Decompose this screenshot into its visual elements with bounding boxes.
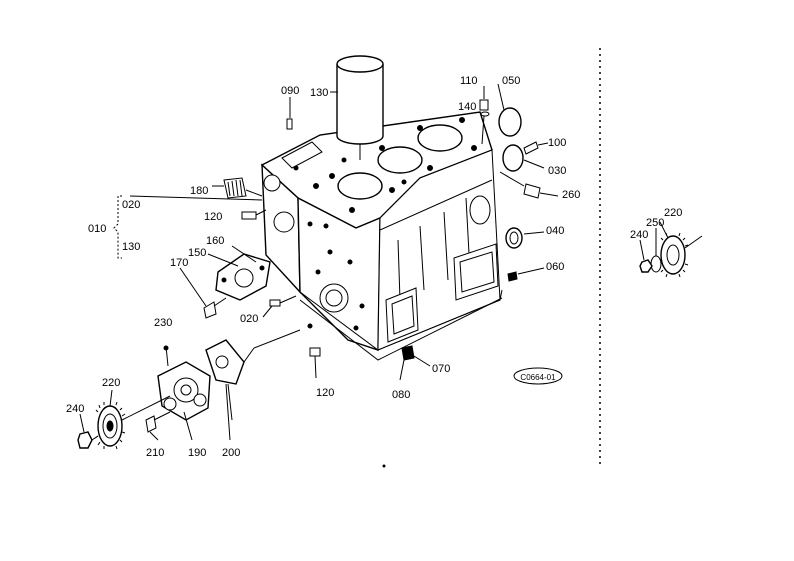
cylinder-block: [260, 111, 503, 361]
callout-120-lower: 120: [316, 387, 334, 399]
reference-code: C0664-01: [520, 373, 556, 382]
reference-code-badge: C0664-01: [513, 367, 563, 385]
callout-220-right: 220: [664, 207, 682, 219]
pump-bolt: [145, 411, 171, 433]
callout-labels: 090 130 110 050 140 100 030 260 180 020 …: [66, 75, 682, 459]
callout-210: 210: [146, 447, 164, 459]
callout-070: 070: [432, 363, 450, 375]
nut-left: [77, 431, 99, 449]
callout-110: 110: [460, 75, 478, 87]
callout-260: 260: [562, 189, 580, 201]
cylinder-sleeve: [336, 55, 384, 160]
callout-240-left: 240: [66, 403, 84, 415]
dowel-pin-mid: [269, 295, 297, 307]
pump-gasket: [205, 339, 245, 421]
assembly-line-pump-2: [243, 347, 255, 363]
callout-120-upper: 120: [204, 211, 222, 223]
callout-160: 160: [206, 235, 224, 247]
plug-lower: [401, 345, 431, 367]
pin: [523, 141, 549, 155]
group-bracket: [113, 195, 263, 259]
callout-060: 060: [546, 261, 564, 273]
dowel-pin-lower: [309, 347, 321, 379]
callout-190: 190: [188, 447, 206, 459]
callout-090: 090: [281, 85, 299, 97]
callout-100: 100: [548, 137, 566, 149]
callout-180: 180: [190, 185, 208, 197]
callout-080: 080: [392, 389, 410, 401]
callout-020-mid: 020: [240, 313, 258, 325]
washer-right: [650, 255, 662, 273]
gear-right: [660, 232, 703, 278]
assembly-line-pump: [253, 329, 301, 349]
oil-pump: [157, 345, 211, 421]
callout-030: 030: [548, 165, 566, 177]
callout-200: 200: [222, 447, 240, 459]
callout-050: 050: [502, 75, 520, 87]
callout-130-sleeve: 130: [310, 87, 328, 99]
bolt: [203, 297, 227, 319]
callout-170: 170: [170, 257, 188, 269]
callout-020-group: 020: [122, 199, 140, 211]
oil-seal: [505, 227, 545, 249]
callout-010: 010: [88, 223, 106, 235]
side-cover: [215, 253, 271, 301]
stud-fitting: [212, 177, 263, 199]
sensor: [499, 171, 559, 199]
gasket: [502, 144, 524, 172]
gear-left: [94, 395, 171, 450]
callout-250: 250: [646, 217, 664, 229]
callout-230: 230: [154, 317, 172, 329]
callout-040: 040: [546, 225, 564, 237]
callout-130-group: 130: [122, 241, 140, 253]
nut-right: [639, 259, 653, 273]
callout-150: 150: [188, 247, 206, 259]
leader-lines: [79, 83, 669, 441]
dowel-pin-upper: [241, 209, 267, 220]
dowel-pin: [286, 97, 293, 130]
callout-220-left: 220: [102, 377, 120, 389]
cover-plate: [498, 107, 522, 137]
plug: [479, 86, 490, 145]
drain-plug: [507, 267, 545, 282]
callout-240-right: 240: [630, 229, 648, 241]
stray-dot: [382, 464, 386, 468]
callout-140: 140: [458, 101, 476, 113]
